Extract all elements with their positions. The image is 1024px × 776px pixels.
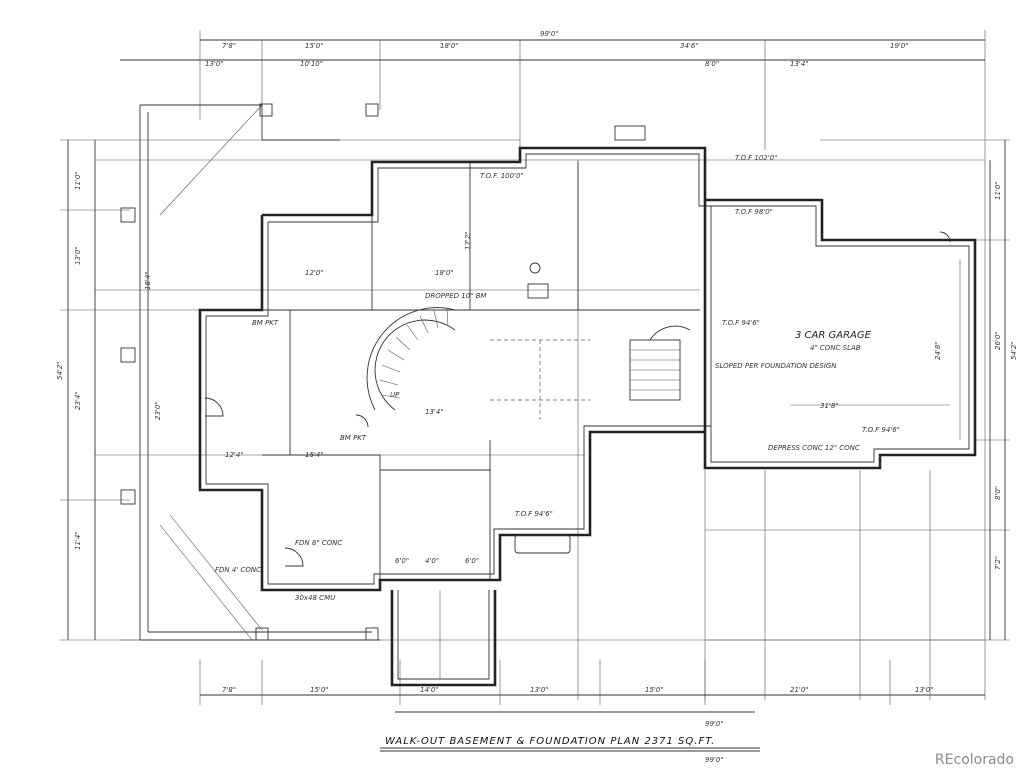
svg-text:13'0": 13'0" bbox=[74, 246, 82, 265]
deck-outline bbox=[120, 103, 380, 641]
watermark-logo: REcolorado bbox=[934, 752, 1014, 768]
lower-entry bbox=[390, 125, 646, 687]
svg-text:11'0": 11'0" bbox=[994, 181, 1002, 200]
plan-annotations: 3 CAR GARAGE 4" CONC SLAB 31'8" 24'8" T.… bbox=[154, 154, 942, 602]
svg-text:15'0": 15'0" bbox=[310, 686, 329, 694]
svg-text:12'4": 12'4" bbox=[225, 451, 244, 459]
svg-text:13'0": 13'0" bbox=[205, 60, 224, 68]
svg-text:4'0": 4'0" bbox=[425, 557, 439, 565]
svg-text:4" CONC SLAB: 4" CONC SLAB bbox=[810, 344, 861, 352]
svg-text:T.O.F. 100'0": T.O.F. 100'0" bbox=[480, 172, 524, 180]
svg-text:13'0": 13'0" bbox=[530, 686, 549, 694]
svg-text:FDN 8" CONC: FDN 8" CONC bbox=[295, 539, 342, 547]
svg-text:16'4": 16'4" bbox=[144, 271, 152, 290]
svg-text:15'0": 15'0" bbox=[305, 42, 324, 50]
svg-text:6'0": 6'0" bbox=[465, 557, 479, 565]
svg-text:T.O.F 94'6": T.O.F 94'6" bbox=[862, 426, 900, 434]
svg-text:10'10": 10'10" bbox=[300, 60, 323, 68]
svg-text:30x48 CMU: 30x48 CMU bbox=[295, 594, 335, 602]
svg-text:12'0": 12'0" bbox=[305, 269, 324, 277]
svg-text:8'0": 8'0" bbox=[994, 486, 1002, 500]
svg-text:11'0": 11'0" bbox=[74, 171, 82, 190]
overall-top-dim: 99'0" bbox=[540, 30, 559, 38]
plan-title: WALK-OUT BASEMENT & FOUNDATION PLAN 2371… bbox=[385, 736, 715, 747]
garage-stair bbox=[629, 325, 691, 401]
svg-text:T.O.F 94'6": T.O.F 94'6" bbox=[515, 510, 553, 518]
svg-text:8'0": 8'0" bbox=[705, 60, 719, 68]
svg-text:7'8": 7'8" bbox=[222, 686, 236, 694]
svg-text:21'0": 21'0" bbox=[790, 686, 809, 694]
dimension-lines bbox=[60, 30, 1010, 713]
svg-text:T.O.F 94'6": T.O.F 94'6" bbox=[722, 319, 760, 327]
svg-text:7'8": 7'8" bbox=[222, 42, 236, 50]
svg-text:31'8": 31'8" bbox=[820, 402, 839, 410]
garage-label: 3 CAR GARAGE bbox=[795, 330, 872, 341]
svg-text:FDN 4' CONC: FDN 4' CONC bbox=[215, 566, 261, 574]
svg-text:15'0": 15'0" bbox=[645, 686, 664, 694]
svg-text:6'0": 6'0" bbox=[395, 557, 409, 565]
svg-text:23'4": 23'4" bbox=[74, 391, 82, 410]
dimension-labels: 99'0" 7'8" 15'0" 18'0" 34'6" 19'0" 13'0"… bbox=[56, 30, 1018, 728]
svg-text:DEPRESS CONC 12" CONC: DEPRESS CONC 12" CONC bbox=[768, 444, 860, 452]
svg-text:18'0": 18'0" bbox=[440, 42, 459, 50]
svg-text:SLOPED PER FOUNDATION DESIGN: SLOPED PER FOUNDATION DESIGN bbox=[715, 362, 837, 370]
svg-text:14'0": 14'0" bbox=[420, 686, 439, 694]
overall-bottom-dim: 99'0" bbox=[705, 720, 724, 728]
svg-text:24'8": 24'8" bbox=[934, 341, 942, 360]
svg-text:26'0": 26'0" bbox=[994, 331, 1002, 350]
svg-text:BM PKT: BM PKT bbox=[252, 319, 279, 327]
plan-title-dim: 99'0" bbox=[705, 756, 724, 764]
svg-text:15'4": 15'4" bbox=[305, 451, 324, 459]
svg-text:17'2": 17'2" bbox=[464, 231, 472, 250]
plan-caption: WALK-OUT BASEMENT & FOUNDATION PLAN 2371… bbox=[380, 736, 760, 764]
svg-text:18'0": 18'0" bbox=[435, 269, 454, 277]
door-swings bbox=[204, 262, 549, 567]
spiral-stair bbox=[366, 307, 456, 411]
svg-text:UP: UP bbox=[390, 391, 400, 399]
garage-details bbox=[790, 231, 961, 468]
svg-text:54'2": 54'2" bbox=[1010, 341, 1018, 360]
svg-text:11'4": 11'4" bbox=[74, 531, 82, 550]
svg-text:DROPPED 10" BM: DROPPED 10" BM bbox=[425, 292, 486, 300]
svg-text:34'6": 34'6" bbox=[680, 42, 699, 50]
svg-text:7'2": 7'2" bbox=[994, 556, 1002, 570]
svg-text:23'0": 23'0" bbox=[154, 401, 162, 420]
foundation-walls bbox=[198, 146, 977, 592]
svg-text:19'0": 19'0" bbox=[890, 42, 909, 50]
svg-text:13'4": 13'4" bbox=[425, 408, 444, 416]
svg-text:T.O.F 102'0": T.O.F 102'0" bbox=[735, 154, 777, 162]
svg-text:T.O.F 98'0": T.O.F 98'0" bbox=[735, 208, 773, 216]
svg-text:BM PKT: BM PKT bbox=[340, 434, 367, 442]
svg-text:54'2": 54'2" bbox=[56, 361, 64, 380]
svg-text:13'4": 13'4" bbox=[790, 60, 809, 68]
svg-text:13'0": 13'0" bbox=[915, 686, 934, 694]
